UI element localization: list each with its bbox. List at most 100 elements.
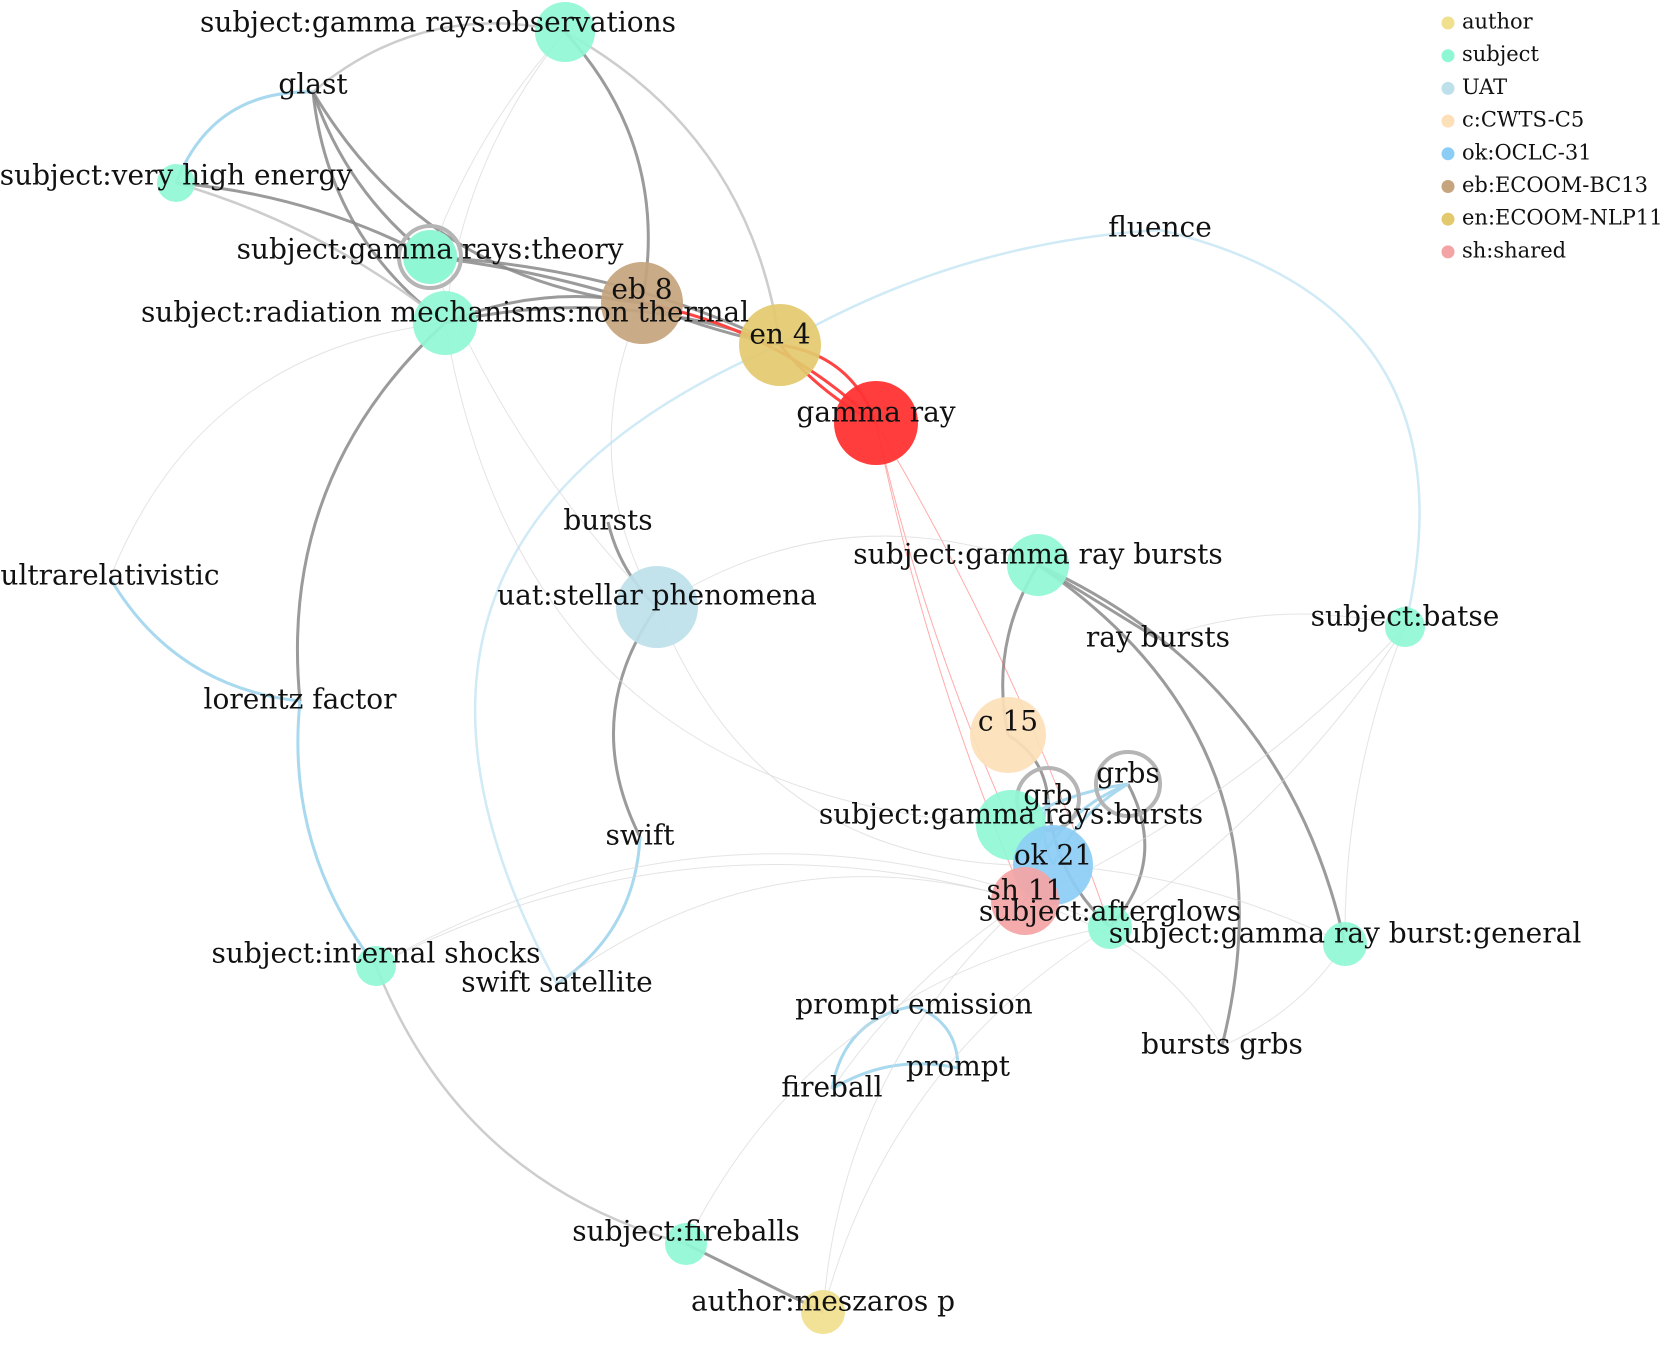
edge-grbsub-grbgen [1037, 563, 1347, 945]
edge-meszaros-sh11 [822, 900, 1026, 1313]
edge-fireballs-afterglows [685, 926, 1111, 1245]
node-label-fireballs: subject:fireballs [572, 1215, 799, 1248]
edge-rmnt-lorentz [296, 321, 447, 702]
node-grt[interactable] [397, 224, 463, 290]
legend-label-2: UAT [1462, 75, 1507, 99]
legend-swatch-0 [1441, 16, 1455, 30]
edge-gammaray-grbursts [875, 422, 1012, 826]
node-label-batse: subject:batse [1311, 600, 1500, 633]
node-label-prompt: prompt [906, 1050, 1011, 1083]
node-label-ok21: ok 21 [1014, 839, 1092, 872]
node-c15[interactable] [970, 697, 1046, 773]
legend-label-6: en:ECOOM-NLP11 [1462, 206, 1663, 230]
node-grbsub[interactable] [1007, 534, 1069, 596]
node-label-ultra: ultrarelativistic [0, 559, 219, 592]
edge-eb8-uat [610, 302, 658, 608]
edge-gro-rmnt [444, 31, 566, 324]
node-label-uat: uat:stellar phenomena [497, 579, 817, 612]
node-uat[interactable] [616, 566, 698, 648]
node-sh11[interactable] [991, 867, 1059, 935]
legend-swatch-5 [1441, 180, 1455, 193]
edge-rmnt-grbursts [444, 322, 1012, 826]
edge-gro-grt [429, 31, 566, 258]
edge-layer [108, 22, 1421, 1314]
edge-uat-ok21 [656, 606, 1054, 866]
node-label-vhe: subject:very high energy [0, 159, 352, 192]
edge-vhe-rmnt [175, 181, 446, 324]
node-gro[interactable] [535, 2, 595, 62]
legend-label-1: subject [1462, 42, 1539, 66]
edge-glast-vhe [174, 90, 314, 184]
edge-uat-grbsub [656, 535, 1039, 608]
legend-swatch-4 [1441, 147, 1455, 161]
edge-raybursts-batse [1157, 613, 1406, 640]
legend-swatch-3 [1441, 114, 1455, 128]
edge-gro-glast [312, 22, 566, 93]
edge-prompte-fireball [830, 1004, 915, 1090]
legend-swatch-6 [1441, 212, 1455, 226]
edge-en4-swiftsat [473, 343, 781, 985]
legend-label-7: sh:shared [1462, 238, 1566, 262]
edge-swiftsat-sh11 [556, 876, 1026, 985]
legend-swatch-2 [1441, 81, 1455, 95]
node-label-eb8: eb 8 [611, 273, 672, 306]
node-label-grbsub: subject:gamma ray bursts [853, 538, 1222, 571]
edge-ultra-rmnt [109, 322, 446, 579]
node-label-burstsgrbs: bursts grbs [1141, 1028, 1303, 1061]
legend-label-5: eb:ECOOM-BC13 [1462, 173, 1648, 197]
edge-prompte-prompt [913, 1004, 960, 1069]
node-layer [157, 2, 1425, 1334]
node-meszaros[interactable] [801, 1290, 845, 1334]
node-afterglows[interactable] [1088, 905, 1132, 949]
node-label-sh11: sh 11 [987, 874, 1064, 907]
node-rmnt[interactable] [413, 291, 477, 355]
legend-label-0: author [1462, 10, 1534, 34]
node-label-fluence: fluence [1108, 211, 1212, 244]
node-label-glast: glast [278, 68, 348, 101]
edge-meszaros-afterglows [822, 926, 1111, 1313]
node-label-grt: subject:gamma rays:theory [237, 233, 624, 266]
node-label-rmnt: subject:radiation mechanisms:non thermal [141, 296, 749, 329]
node-label-swiftsat: swift satellite [461, 966, 652, 999]
edge-en4-fluence [779, 228, 1161, 347]
edge-internal-fireballs [374, 965, 687, 1246]
node-en4[interactable] [739, 304, 821, 386]
edge-fluence-batse [1159, 228, 1421, 628]
edge-lorentz-internal [296, 700, 378, 967]
node-label-afterglows: subject:afterglows [979, 895, 1241, 928]
node-label-grbursts: subject:gamma rays:bursts [819, 798, 1203, 831]
node-label-en4: en 4 [749, 318, 810, 351]
node-eb8[interactable] [601, 262, 683, 344]
node-grbgen[interactable] [1323, 922, 1367, 966]
node-label-grbgen: subject:gamma ray burst:general [1109, 917, 1582, 950]
node-fireballs[interactable] [665, 1223, 707, 1265]
node-label-grbs: grbs [1096, 757, 1160, 790]
node-grt-fill [403, 230, 457, 284]
node-label-raybursts: ray bursts [1086, 621, 1230, 654]
legend-label-4: ok:OCLC-31 [1462, 140, 1592, 164]
node-label-fireball: fireball [781, 1071, 882, 1104]
legend-swatch-7 [1441, 245, 1455, 259]
node-grbs[interactable] [1094, 750, 1162, 818]
node-label-meszaros: author:meszaros p [691, 1285, 955, 1318]
node-vhe[interactable] [157, 164, 195, 202]
edge-glast-eb8 [311, 91, 643, 305]
node-label-swift: swift [606, 819, 676, 852]
node-label-grb: grb [1023, 779, 1072, 812]
node-label-prompte: prompt emission [795, 988, 1032, 1021]
node-batse[interactable] [1385, 607, 1425, 647]
node-label-c15: c 15 [978, 705, 1038, 738]
label-layer: subject:gamma rays:observations glast subj… [0, 6, 1581, 1318]
edge-batse-grbgen [1344, 626, 1406, 945]
edge-internal-sh11 [375, 864, 1026, 967]
edge-grbsub-burstsgrbs [1037, 563, 1241, 1047]
node-label-gro: subject:gamma rays:observations [200, 6, 676, 39]
node-label-internal: subject:internal shocks [212, 937, 541, 970]
node-gammaray[interactable] [834, 381, 918, 465]
node-internal[interactable] [356, 946, 396, 986]
edge-swift-swiftsat [556, 836, 642, 986]
node-label-gammaray: gamma ray [796, 396, 955, 429]
edge-gro-en4 [564, 30, 782, 346]
edge-vhe-grt [175, 181, 431, 259]
edge-lorentz-ultra [108, 577, 301, 703]
